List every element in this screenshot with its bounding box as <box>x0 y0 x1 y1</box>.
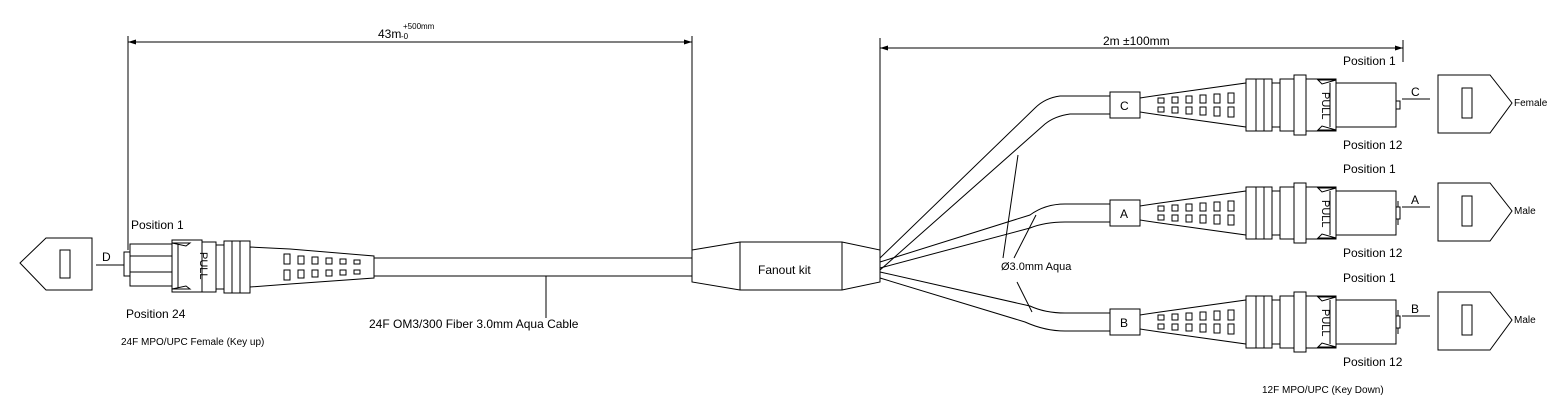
trunk-tolerance-plus: +500mm <box>403 22 435 31</box>
gender-label: Male <box>1514 206 1536 217</box>
position-top: Position 1 <box>1343 162 1396 176</box>
left-key-d: D <box>96 250 124 266</box>
leg-label: Ø3.0mm Aqua <box>1001 261 1072 273</box>
trunk-length-label: 43m <box>378 27 401 41</box>
right-description: 12F MPO/UPC (Key Down) <box>1262 385 1384 396</box>
left-mpo-connector: PULL Position 1 Position 24 24F MPO/UPC … <box>121 218 375 348</box>
dust-cap <box>1437 74 1513 134</box>
trunk-tolerance-minus: -0 <box>401 32 409 41</box>
pull-label: PULL <box>1319 309 1331 337</box>
leg-id-label: A <box>1120 207 1128 221</box>
ferrule-body <box>1335 82 1397 128</box>
left-dust-cap <box>19 237 93 291</box>
dust-cap <box>1437 182 1513 242</box>
pull-label: PULL <box>1319 200 1331 228</box>
fanout-length-dimension: 2m ±100mm <box>879 34 1404 252</box>
position-top: Position 1 <box>1343 54 1396 68</box>
position-bottom: Position 12 <box>1343 246 1403 260</box>
connector-boot <box>1139 299 1247 345</box>
position-bottom: Position 12 <box>1343 355 1403 369</box>
fanout-label: Fanout kit <box>758 263 811 277</box>
left-key-letter: D <box>102 250 111 264</box>
right-connector-c: C PULL C Female Position 1 Position 12 <box>1109 54 1548 152</box>
fanout-length-label: 2m ±100mm <box>1103 34 1170 48</box>
trunk-length-dimension: 43m +500mm -0 <box>127 22 693 250</box>
position-top: Position 1 <box>1343 271 1396 285</box>
key-letter: C <box>1411 85 1420 99</box>
connector-boot <box>1139 82 1247 128</box>
leg-id-label: B <box>1120 316 1128 330</box>
gender-label: Female <box>1514 98 1548 109</box>
left-position-bottom: Position 24 <box>126 307 186 321</box>
ferrule-body <box>1335 299 1397 345</box>
key-letter: A <box>1411 193 1419 207</box>
left-position-top: Position 1 <box>131 218 184 232</box>
fanout-legs: Ø3.0mm Aqua <box>879 95 1110 332</box>
left-connector-description: 24F MPO/UPC Female (Key up) <box>121 337 264 348</box>
gender-label: Male <box>1514 315 1536 326</box>
right-connector-a: A PULL A Male Position 1 Position 12 <box>1109 162 1536 260</box>
dust-cap <box>1437 291 1513 351</box>
ferrule-body <box>1335 190 1397 236</box>
connector-boot <box>1139 190 1247 236</box>
left-pull-label: PULL <box>197 252 209 280</box>
trunk-cable: 24F OM3/300 Fiber 3.0mm Aqua Cable <box>369 257 692 331</box>
key-letter: B <box>1411 302 1419 316</box>
fanout-kit: Fanout kit <box>691 241 881 291</box>
leg-id-label: C <box>1120 99 1129 113</box>
pull-label: PULL <box>1319 92 1331 120</box>
position-bottom: Position 12 <box>1343 138 1403 152</box>
right-connector-b: B PULL B Male Position 1 Position 12 <box>1109 271 1536 369</box>
cable-label: 24F OM3/300 Fiber 3.0mm Aqua Cable <box>369 317 579 331</box>
